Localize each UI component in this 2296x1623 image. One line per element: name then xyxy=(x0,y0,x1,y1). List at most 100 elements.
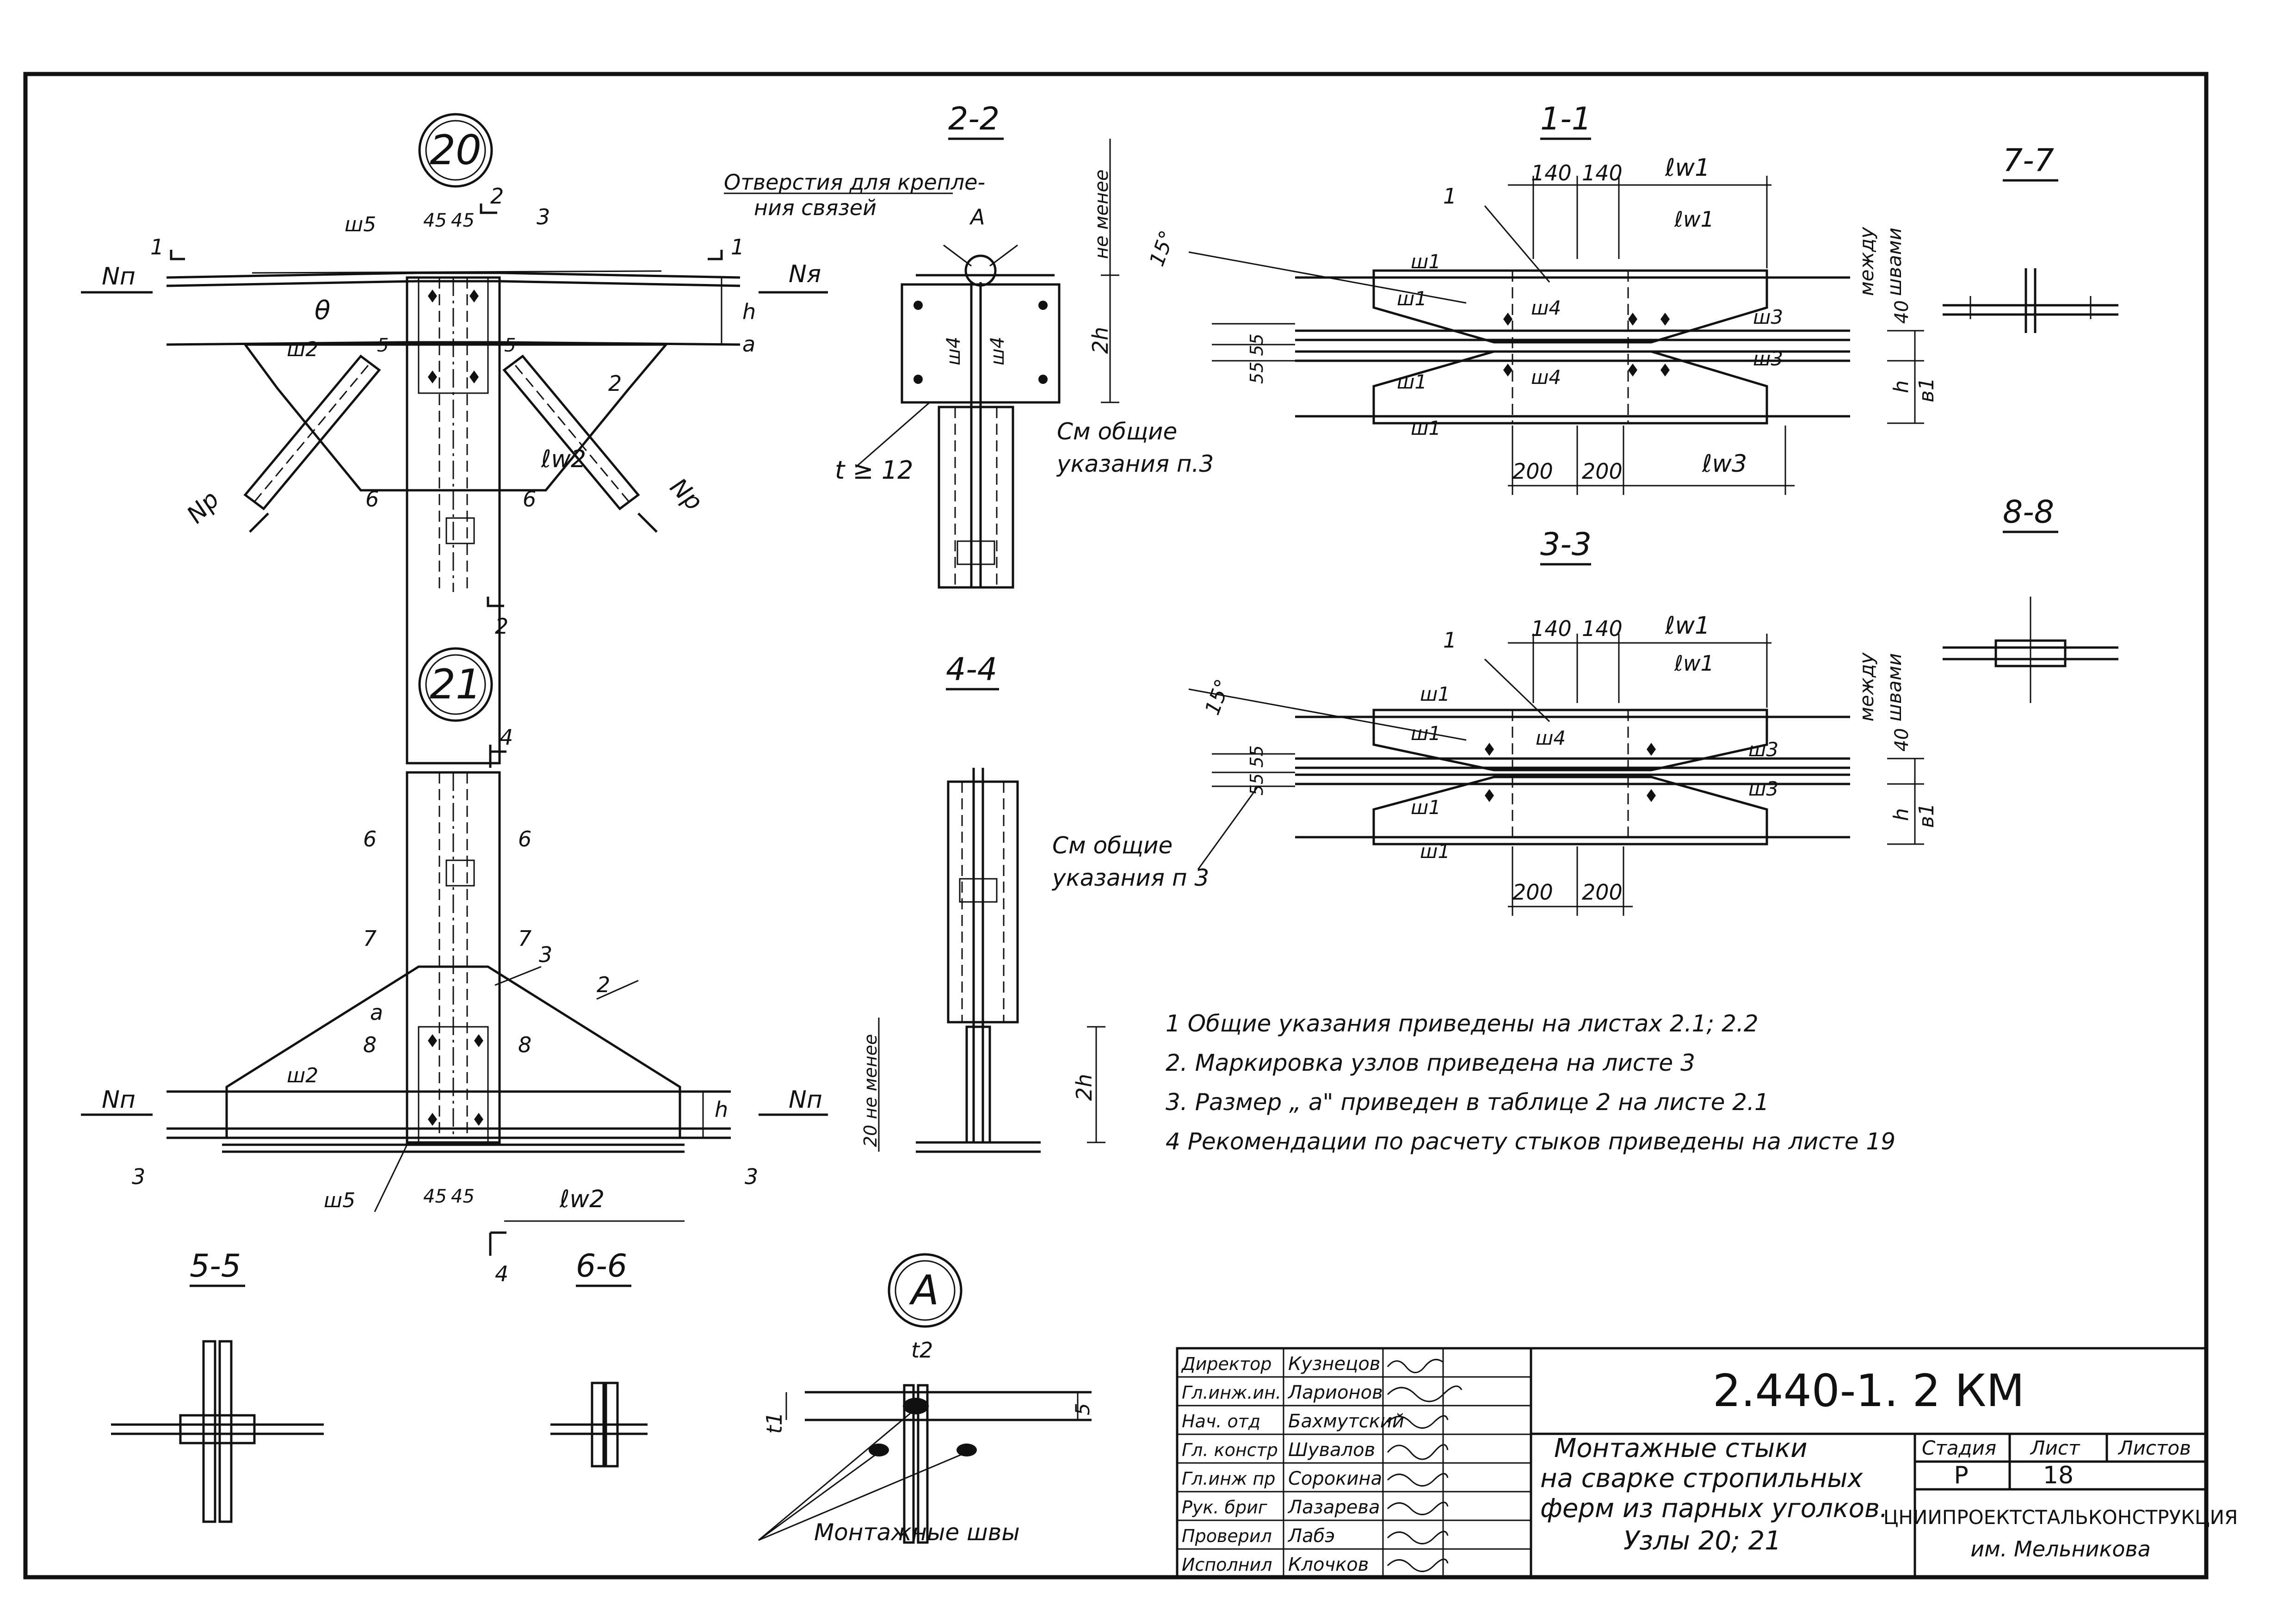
stage-value: Р xyxy=(1954,1462,1968,1489)
lw2-label-21: ℓw2 xyxy=(559,1185,605,1213)
sec6-marker-right: 6 xyxy=(523,487,536,512)
holes-note-line1: Отверстия для крепле- xyxy=(724,170,985,195)
stage-header: Стадия xyxy=(1922,1437,1996,1459)
section-8-8-title: 8-8 xyxy=(2003,494,2054,531)
see-common-1a: См общие xyxy=(1057,418,1177,445)
deg15-label-33: 15° xyxy=(1201,676,1235,718)
note-3: 3. Размер „ а" приведен в таблице 2 на л… xyxy=(1166,1089,1769,1116)
d45-label-21b: 45 xyxy=(451,1186,475,1207)
ne-menee-label-22: не менее xyxy=(1091,169,1112,259)
pos2-label-21: 2 xyxy=(597,972,610,997)
sec3-marker-left: 3 xyxy=(132,1164,145,1189)
node-20-label: 20 xyxy=(430,126,481,174)
org-line-1: ЦНИИПРОЕКТСТАЛЬКОНСТРУКЦИЯ xyxy=(1883,1506,2238,1529)
t12-label: t ≥ 12 xyxy=(835,456,913,485)
section-3-3-drawing xyxy=(1188,634,1924,916)
d200-label-11a: 200 xyxy=(1512,459,1553,484)
section-8-8-drawing xyxy=(1943,597,2118,703)
w3-label-11b: ш3 xyxy=(1753,347,1783,370)
nn-label-21-right: Nп xyxy=(789,1086,822,1114)
w1-label-33c: ш1 xyxy=(1411,796,1441,819)
staff-name-6: Лазарева xyxy=(1287,1497,1380,1518)
nn-label-20-left: Nп xyxy=(102,263,136,290)
2h-label-22: 2h xyxy=(1088,327,1113,354)
lw3-label-11: ℓw3 xyxy=(1702,450,1747,478)
pos3-label-21: 3 xyxy=(539,942,552,967)
w5-label-21: ш5 xyxy=(324,1189,355,1212)
detail-a-drawing xyxy=(758,1253,1092,1544)
sec5-marker-left: 5 xyxy=(377,335,389,356)
section-5-5-drawing xyxy=(111,1340,324,1523)
w4-label-22a: ш4 xyxy=(943,337,964,365)
sheet-header: Лист xyxy=(2030,1437,2080,1459)
section-7-7-title: 7-7 xyxy=(2003,142,2054,179)
see-common-2b: указания п 3 xyxy=(1051,864,1209,891)
a-ref-label-22: A xyxy=(969,204,985,229)
staff-name-7: Лабэ xyxy=(1287,1525,1335,1547)
section-4-4-title: 4-4 xyxy=(946,651,997,688)
2h-label-44: 2h xyxy=(1072,1074,1097,1101)
b1-label-33: в1 xyxy=(1915,803,1938,828)
w4-label-11b: ш4 xyxy=(1531,366,1561,389)
section-1-1-title: 1-1 xyxy=(1540,101,1592,137)
node-20-drawing: 20 xyxy=(81,113,828,765)
w4-label-33: ш4 xyxy=(1536,727,1566,749)
deg15-label-11: 15° xyxy=(1145,228,1180,270)
staff-name-5: Сорокина xyxy=(1288,1468,1382,1489)
detail-a-circle xyxy=(888,1253,963,1328)
np-label-20-left: Nр xyxy=(182,486,225,529)
d200-label-11b: 200 xyxy=(1582,459,1623,484)
w2-label-21: ш2 xyxy=(287,1064,318,1087)
sec2-marker-top: 2 xyxy=(490,184,504,209)
sec4-marker-top: 4 xyxy=(500,725,513,750)
staff-name-8: Клочков xyxy=(1288,1554,1369,1575)
mezhdu-label-33a: между xyxy=(1855,652,1878,722)
staff-name-1: Кузнецов xyxy=(1288,1353,1380,1375)
mezhdu-label-33b: швами xyxy=(1883,653,1906,722)
doc-description-2: на сварке стропильных xyxy=(1540,1463,1863,1493)
doc-code: 2.440-1. 2 КМ xyxy=(1713,1365,2024,1417)
section-4-4-drawing xyxy=(878,768,1105,1153)
doc-description-4: Узлы 20; 21 xyxy=(1623,1526,1781,1556)
d140-label-11b: 140 xyxy=(1582,160,1623,185)
d140-label-11a: 140 xyxy=(1531,160,1572,185)
t1-label: t1 xyxy=(762,1412,787,1434)
d200-label-33a: 200 xyxy=(1512,880,1553,905)
d140-label-33a: 140 xyxy=(1531,616,1572,641)
staff-role-6: Рук. бриг xyxy=(1182,1497,1268,1518)
w5-label-20: ш5 xyxy=(345,213,376,236)
sec8-marker-left: 8 xyxy=(363,1032,376,1057)
doc-description-1: Монтажные стыки xyxy=(1554,1433,1808,1463)
w1-label-33d: ш1 xyxy=(1420,840,1450,863)
a-label-20: a xyxy=(742,332,755,357)
lw1-label-33: ℓw1 xyxy=(1665,612,1710,640)
signatures xyxy=(1387,1358,1463,1572)
detail-a-label: A xyxy=(909,1266,939,1314)
w1-label-33b: ш1 xyxy=(1411,722,1441,745)
d5-label: 5 xyxy=(1071,1403,1094,1415)
title-block xyxy=(1176,1347,2208,1579)
sec6-marker-21-left: 6 xyxy=(363,827,376,852)
staff-role-5: Гл.инж пр xyxy=(1182,1469,1275,1489)
general-notes: 1 Общие указания приведены на листах 2.1… xyxy=(1166,1010,1895,1155)
w1-label-11a: ш1 xyxy=(1411,250,1441,273)
node-21-circle xyxy=(418,647,493,722)
sec3-marker-top: 3 xyxy=(537,204,550,229)
see-common-1b: указания п.3 xyxy=(1056,450,1214,477)
b1-label-11: в1 xyxy=(1915,377,1938,402)
w3-label-11a: ш3 xyxy=(1753,306,1783,328)
sec3-marker-right: 3 xyxy=(745,1164,758,1189)
sec6-marker-21-right: 6 xyxy=(518,827,531,852)
pos1-label-11: 1 xyxy=(1443,184,1457,209)
w4-label-22b: ш4 xyxy=(987,337,1008,365)
w1-label-11c: ш1 xyxy=(1397,370,1427,393)
sheet-frame xyxy=(23,72,2209,1580)
sheet-value: 18 xyxy=(2043,1462,2074,1489)
org-line-2: им. Мельникова xyxy=(1970,1537,2151,1561)
note-1: 1 Общие указания приведены на листах 2.1… xyxy=(1166,1010,1759,1037)
section-5-5-title: 5-5 xyxy=(190,1248,241,1284)
section-2-2-title: 2-2 xyxy=(948,101,1000,137)
holes-note-line2: ния связей xyxy=(754,195,876,220)
w1-label-11b: ш1 xyxy=(1397,287,1427,310)
